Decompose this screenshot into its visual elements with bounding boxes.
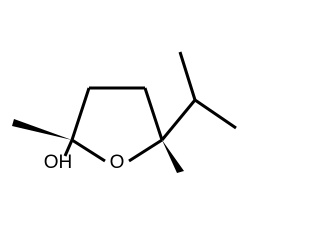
molecule-structure-diagram: O OH [12,51,237,173]
bond-c5-ring-oxygen [128,138,163,163]
bond-c2-c3 [70,87,91,141]
bond-isopropyl-methyl-up [178,51,197,101]
wedge-bond-c2-methyl [12,119,72,140]
bond-c2-hydroxyl [63,139,74,157]
bond-ring-oxygen-c2 [71,138,106,163]
ring-oxygen-label: O [110,152,125,173]
hydroxyl-label: OH [44,152,73,173]
wedge-bond-c5-methyl [162,140,184,173]
bond-c5-isopropyl [160,99,197,141]
bond-isopropyl-methyl-right [194,98,237,130]
bond-c4-c5 [143,87,164,141]
